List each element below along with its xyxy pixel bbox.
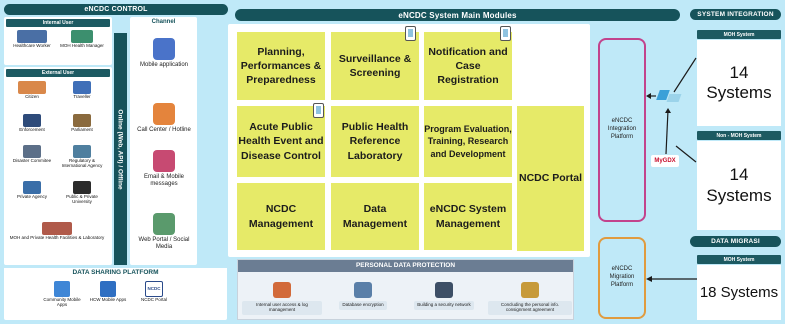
community-mobile-apps-item: Community Mobile Apps xyxy=(40,281,84,307)
community-app-icon xyxy=(54,281,70,297)
health-manager-icon xyxy=(71,30,93,43)
moh-systems-count: 14 Systems xyxy=(697,40,781,126)
non-moh-systems-count: 14 Systems xyxy=(697,141,781,230)
mobile-phone-icon xyxy=(153,38,175,60)
ncdc-logo-icon: NCDC xyxy=(145,281,163,297)
citizen-icon xyxy=(18,81,46,94)
module-system-management: eNCDC System Management xyxy=(424,183,512,250)
document-lock-icon xyxy=(521,282,539,298)
health-facility-icon xyxy=(42,222,72,235)
moh-system-header: MOH System xyxy=(697,30,781,39)
enforcement-item: Enforcement xyxy=(8,114,56,133)
module-ncdc-portal: NCDC Portal xyxy=(517,106,584,251)
main-modules-header: eNCDC System Main Modules xyxy=(235,9,680,21)
network-icon xyxy=(153,213,175,235)
mobile-application-channel: Mobile application xyxy=(134,38,194,69)
pdp-encryption: Database encryption xyxy=(323,282,403,310)
health-facilities-item: MOH and Private Health Facilities & Labo… xyxy=(8,222,106,241)
migration-moh-system-header: MOH System xyxy=(697,255,781,264)
traveller-item: Traveller xyxy=(58,81,106,100)
internal-user-header: Internal User xyxy=(6,19,110,27)
email-icon xyxy=(153,150,175,172)
pdp-security-network: Building a security network xyxy=(404,282,484,310)
network-security-icon xyxy=(435,282,453,298)
healthcare-worker-item: Healthcare Worker xyxy=(8,30,56,49)
database-icon xyxy=(354,282,372,298)
pdp-header: PERSONAL DATA PROTECTION xyxy=(238,260,573,272)
disaster-commitee-item: Disaster Commitee xyxy=(8,145,56,164)
pdp-access-log: Internal user access & log management xyxy=(242,282,322,315)
module-ncdc-management: NCDC Management xyxy=(237,183,325,250)
module-reference-laboratory: Public Health Reference Laboratory xyxy=(331,106,419,177)
citizen-item: Citizen xyxy=(8,81,56,100)
mygdx-logo: MyGDX xyxy=(651,155,679,167)
migration-platform-box: eNCDC Migration Platform xyxy=(598,237,646,319)
email-channel: Email & Mobile messages xyxy=(134,150,194,188)
hcw-app-icon xyxy=(100,281,116,297)
external-user-header: External User xyxy=(6,69,110,77)
integration-platform-box: eNCDC Integration Platform xyxy=(598,38,646,222)
private-agency-item: Private Agency xyxy=(8,181,56,200)
channel-header: Channel xyxy=(151,19,176,25)
migration-systems-count: 18 Systems xyxy=(697,265,781,320)
user-lock-icon xyxy=(273,282,291,298)
tablet-icon xyxy=(500,26,511,41)
university-item: Public & Private University xyxy=(58,181,106,204)
online-offline-bar: Online (Web, API) / Offline xyxy=(114,33,127,265)
healthcare-worker-icon xyxy=(17,30,47,43)
module-notification: Notification and Case Registration xyxy=(424,32,512,100)
disaster-commitee-icon xyxy=(23,145,41,158)
module-planning: Planning, Performances & Preparedness xyxy=(237,32,325,100)
migration-arrow xyxy=(646,276,697,282)
regulatory-agency-item: Regulatory & International Agency xyxy=(58,145,106,168)
pdp-consignment: Concluding the personal info. consignmen… xyxy=(488,282,572,315)
enforcement-icon xyxy=(23,114,41,127)
parliament-item: Parliament xyxy=(58,114,106,133)
traveller-icon xyxy=(73,81,91,94)
web-portal-channel: Web Portal / Social Media xyxy=(134,213,194,251)
graduation-cap-icon xyxy=(73,181,91,194)
module-data-management: Data Management xyxy=(331,183,419,250)
private-agency-icon xyxy=(23,181,41,194)
system-integration-header: SYSTEM INTEGRATION xyxy=(690,9,781,20)
integration-connectors xyxy=(646,57,697,163)
module-surveillance: Surveillance & Screening xyxy=(331,32,419,100)
tablet-icon xyxy=(405,26,416,41)
regulatory-agency-icon xyxy=(73,145,91,158)
data-sharing-header: DATA SHARING PLATFORM xyxy=(4,268,227,277)
tablet-icon xyxy=(313,103,324,118)
ncdc-portal-item: NCDC NCDC Portal xyxy=(132,281,176,303)
moh-health-manager-item: MOH Health Manager xyxy=(58,30,106,49)
parliament-icon xyxy=(73,114,91,127)
module-acute-public-health: Acute Public Health Event and Disease Co… xyxy=(237,106,325,177)
control-header: eNCDC CONTROL xyxy=(4,4,228,15)
call-center-channel: Call Center / Hotline xyxy=(134,103,194,134)
hcw-mobile-apps-item: HCW Mobile Apps xyxy=(86,281,130,303)
module-program-evaluation: Program Evaluation, Training, Research a… xyxy=(424,106,512,177)
data-migrasi-header: DATA MIGRASI xyxy=(690,236,781,247)
non-moh-system-header: Non - MOH System xyxy=(697,131,781,140)
headset-icon xyxy=(153,103,175,125)
